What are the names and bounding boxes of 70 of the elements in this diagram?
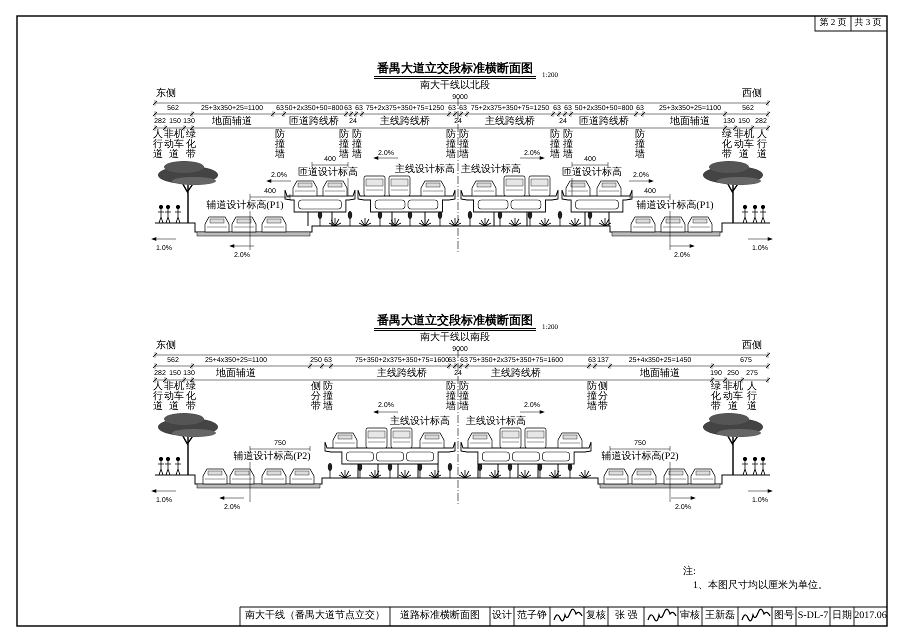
note-text: 1、本图尺寸均以厘米为单位。: [693, 580, 828, 591]
lane-label: 侧分带: [311, 382, 321, 412]
lane-label: 主线跨线桥: [491, 368, 541, 379]
lane-label: 防撞墙: [446, 382, 456, 412]
lane-label: 主线跨线桥: [380, 116, 430, 127]
elevation-label: 匝道设计标高: [562, 167, 622, 178]
lane-label: 防撞墙: [459, 382, 469, 412]
elevation-label: 主线设计标高: [466, 416, 526, 427]
elevation-label: 辅道设计标高(P2): [601, 451, 679, 462]
title-block-text: 张 强: [614, 610, 638, 621]
lane-label: 匝道跨线桥: [289, 116, 339, 127]
elevation-label: 主线设计标高: [390, 416, 450, 427]
note-text: 注:: [683, 566, 696, 577]
lane-label: 防撞墙: [587, 382, 597, 412]
title-block-text: 南大干线（番禺大道节点立交）: [245, 610, 385, 621]
lane-label: 人行道: [153, 382, 163, 412]
title-block-text: 图号: [774, 610, 794, 621]
lane-label: 非机动车道: [734, 130, 754, 160]
side-label: 西侧: [742, 88, 762, 99]
lane-label: 侧分带: [598, 382, 608, 412]
elevation-label: 主线设计标高: [461, 164, 521, 175]
lane-label: 绿化带: [186, 130, 196, 160]
lane-label: 非机动车道: [723, 382, 743, 412]
title-block-text: 道路标准横断面图: [400, 610, 480, 621]
lane-label: 防撞墙: [635, 130, 645, 160]
page-number: 第 2 页: [820, 18, 846, 28]
lane-label: 防撞墙: [352, 130, 362, 160]
lane-label: 地面辅道: [216, 368, 256, 379]
lane-label: 防撞墙: [459, 130, 469, 160]
elevation-label: 辅道设计标高(P1): [636, 200, 714, 211]
lane-label: 绿化带: [711, 382, 721, 412]
lane-label: 防撞墙: [550, 130, 560, 160]
drawing-title: 番禺大道立交段标准横断面图: [374, 62, 536, 80]
lane-label: 匝道跨线桥: [579, 116, 629, 127]
side-label: 东侧: [156, 88, 176, 99]
lane-label: 地面辅道: [670, 116, 710, 127]
title-block-text: 复核: [586, 610, 606, 621]
title-block-text: S-DL-7: [798, 610, 828, 621]
lane-label: 防撞墙: [275, 130, 285, 160]
drawing-title: 番禺大道立交段标准横断面图: [374, 314, 536, 332]
lane-label: 地面辅道: [640, 368, 680, 379]
elevation-label: 辅道设计标高(P2): [233, 451, 311, 462]
title-block-text: 设计: [492, 610, 512, 621]
title-block-text: 审核: [680, 610, 700, 621]
section-subtitle: 南大干线以南段: [420, 332, 490, 343]
lane-label: 非机动车道: [164, 382, 184, 412]
lane-label: 主线跨线桥: [377, 368, 427, 379]
elevation-label: 辅道设计标高(P1): [206, 200, 284, 211]
title-block-text: 日期: [832, 610, 852, 621]
lane-label: 防撞墙: [323, 382, 333, 412]
side-label: 西侧: [742, 340, 762, 351]
lane-label: 地面辅道: [212, 116, 252, 127]
lane-label: 防撞墙: [339, 130, 349, 160]
title-block-text: 王新磊: [705, 610, 735, 621]
side-label: 东侧: [156, 340, 176, 351]
lane-label: 主线跨线桥: [485, 116, 535, 127]
lane-label: 人行道: [757, 130, 767, 160]
lane-label: 人行道: [153, 130, 163, 160]
lane-label: 防撞墙: [446, 130, 456, 160]
title-block-text: 2017.06: [854, 610, 887, 621]
elevation-label: 主线设计标高: [395, 164, 455, 175]
page-number: 共 3 页: [854, 18, 882, 28]
section-subtitle: 南大干线以北段: [420, 80, 490, 91]
lane-label: 人行道: [747, 382, 757, 412]
lane-label: 防撞墙: [563, 130, 573, 160]
elevation-label: 匝道设计标高: [298, 167, 358, 178]
lane-label: 绿化带: [186, 382, 196, 412]
lane-label: 绿化带: [722, 130, 732, 160]
title-block-text: 范子铮: [517, 610, 547, 621]
lane-label: 非机动车道: [164, 130, 184, 160]
